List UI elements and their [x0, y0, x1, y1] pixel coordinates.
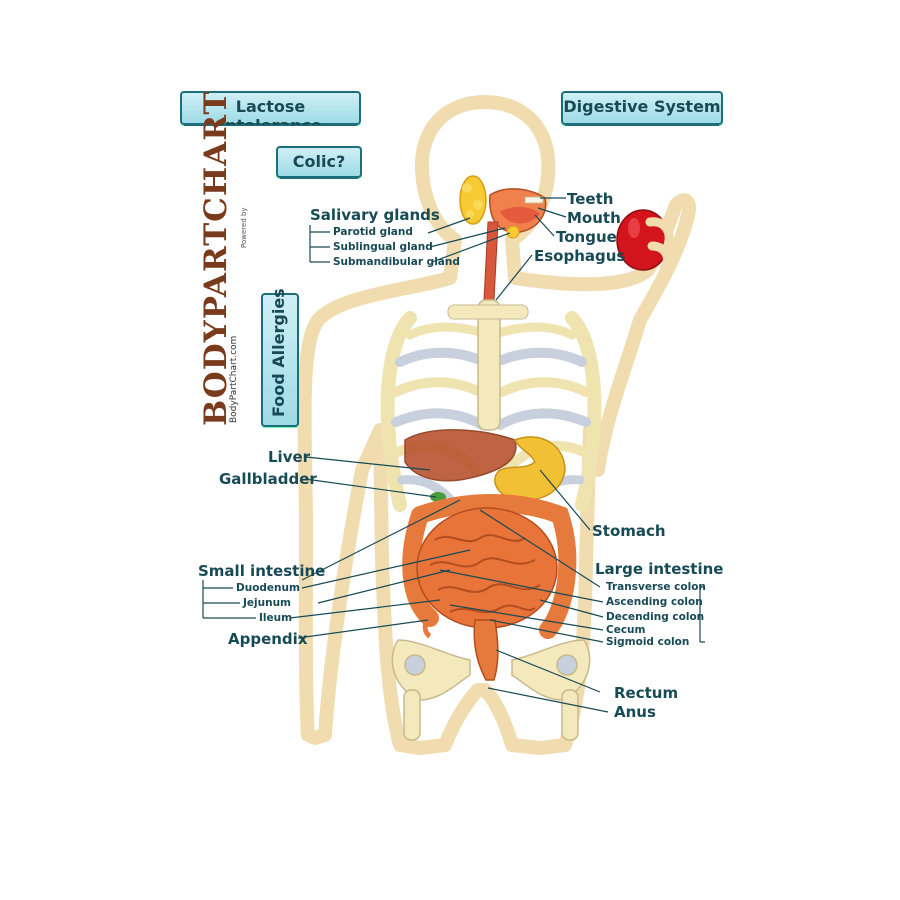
digestive-system-text: Digestive System: [563, 97, 721, 116]
label-submandibular-gland: Submandibular gland: [333, 256, 460, 268]
teeth: [524, 196, 544, 204]
label-ascending-colon: Ascending colon: [606, 596, 703, 608]
label-gallbladder: Gallbladder: [219, 470, 317, 488]
rectum: [473, 619, 499, 681]
label-tongue: Tongue: [556, 228, 617, 246]
label-anus: Anus: [614, 703, 656, 721]
label-decending-colon: Decending colon: [606, 611, 705, 623]
leader-lines: [202, 197, 705, 713]
logo-powered-by: Powered by: [240, 207, 248, 248]
tongue: [500, 206, 540, 224]
label-sublingual-gland: Sublingual gland: [333, 241, 433, 253]
label-transverse-colon: Transverse colon: [606, 581, 706, 593]
stomach: [494, 436, 566, 501]
label-duodenum: Duodenum: [236, 582, 300, 594]
lactose-intolerance-title: Lactose Intolerance: [180, 91, 361, 135]
sternum: [477, 299, 501, 431]
tag-fineprint: [280, 178, 358, 185]
label-appendix: Appendix: [228, 630, 308, 648]
tag-fineprint: [184, 125, 357, 132]
label-jejunum: Jejunum: [243, 597, 291, 609]
apple-icon: [616, 209, 674, 273]
colic-tag: Colic?: [276, 146, 362, 185]
label-small-intestine: Small intestine: [198, 562, 326, 580]
appendix: [422, 614, 432, 639]
label-esophagus: Esophagus: [534, 247, 626, 265]
label-mouth: Mouth: [567, 209, 621, 227]
label-parotid-gland: Parotid gland: [333, 226, 413, 238]
liver: [404, 429, 517, 482]
logo-url: BodyPartChart.com: [229, 335, 239, 423]
label-cecum: Cecum: [606, 624, 646, 636]
parotid-gland: [459, 175, 487, 225]
label-rectum: Rectum: [614, 684, 679, 702]
label-stomach: Stomach: [592, 522, 666, 540]
pelvis: [391, 639, 591, 741]
label-liver: Liver: [268, 448, 311, 466]
digestive-system-title: Digestive System: [561, 91, 723, 132]
food-allergies-tag: Food Allergies: [261, 288, 299, 427]
bodypartchart-logo: BODYPARTCHART BodyPartChart.com Powered …: [198, 91, 248, 428]
label-ileum: Ileum: [259, 612, 293, 624]
food-allergies-text: Food Allergies: [269, 288, 288, 417]
label-large-intestine: Large intestine: [595, 560, 724, 578]
small-intestine: [416, 507, 558, 629]
label-teeth: Teeth: [567, 190, 614, 208]
colic-text: Colic?: [292, 152, 346, 171]
label-salivary-glands: Salivary glands: [310, 206, 440, 224]
large-intestine: [402, 494, 577, 639]
tag-fineprint: [565, 125, 719, 132]
label-sigmoid-colon: Sigmoid colon: [606, 636, 690, 648]
